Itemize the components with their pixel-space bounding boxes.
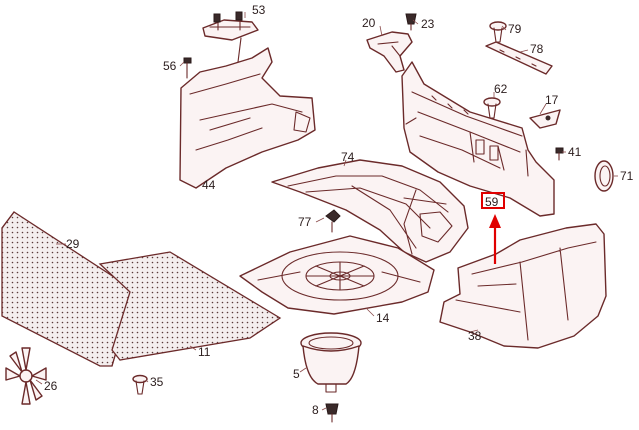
label-77: 77 [298,215,312,229]
highlight-arrowhead [489,214,501,228]
part-rear-panel [401,61,555,217]
label-56: 56 [163,59,177,73]
label-53: 53 [252,3,266,17]
part-78-strip [485,41,553,75]
part-14-wheel-well [239,235,435,315]
leader-lines [35,12,618,411]
highlight-part-59 [481,192,505,264]
part-8-screw [325,403,339,423]
part-11-mat [98,251,282,361]
label-41: 41 [568,145,582,159]
part-74-floor-panel [271,159,469,263]
label-11: 11 [198,345,211,359]
label-62: 62 [494,82,508,96]
label-59: 59 [485,195,499,209]
part-20-pillar [366,31,413,73]
part-56-pin [183,57,192,79]
label-78: 78 [530,42,544,56]
part-35-clip [132,374,148,395]
part-26-fan [5,347,47,405]
part-5-container [300,332,362,393]
label-26: 26 [44,379,58,393]
part-71-cap [594,160,614,192]
label-79: 79 [508,22,522,36]
highlight-box [481,192,505,209]
label-14: 14 [376,311,390,325]
label-5: 5 [293,367,300,381]
label-8: 8 [312,403,319,417]
part-38-side-trim [439,223,607,349]
part-23-clip [405,13,417,31]
label-74: 74 [341,150,355,164]
label-71: 71 [620,169,634,183]
part-53-bracket [202,11,259,63]
label-44: 44 [202,178,216,192]
callout-numbers: 53 20 23 79 78 56 62 17 44 74 41 71 59 7… [44,3,634,417]
part-41-screw [555,147,564,161]
part-77-clip [325,209,341,233]
label-17: 17 [545,93,559,107]
part-44-side-panel [179,47,316,189]
label-38: 38 [468,329,482,343]
label-29: 29 [66,237,80,251]
part-17-bracket [529,109,561,129]
part-62-clip [483,97,501,119]
label-35: 35 [150,375,164,389]
label-23: 23 [421,17,435,31]
part-79-clip [489,21,507,43]
label-20: 20 [362,16,376,30]
